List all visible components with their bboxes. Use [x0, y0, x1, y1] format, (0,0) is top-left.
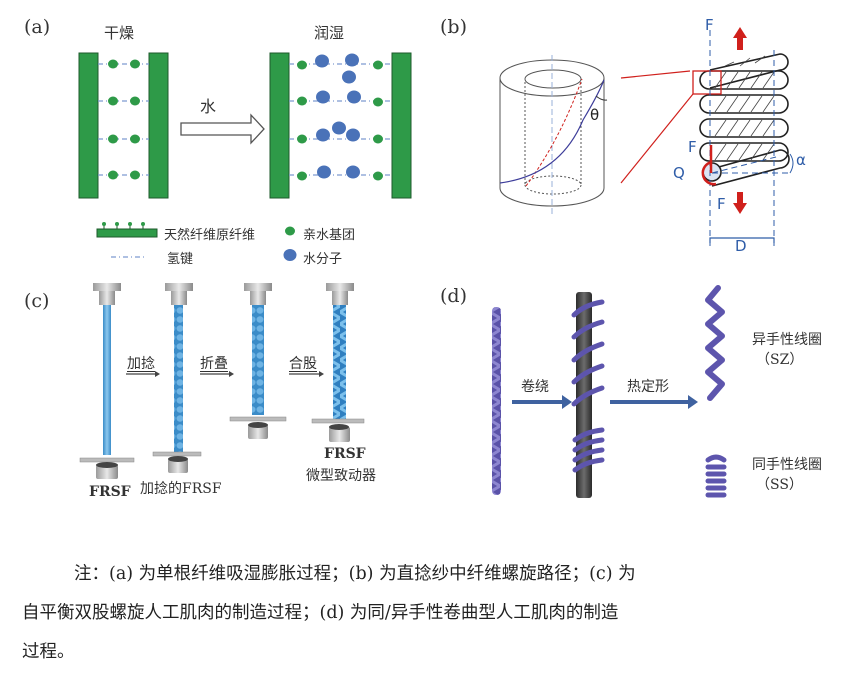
winding-arrow: [512, 395, 572, 409]
wet-fibril-right: [391, 52, 412, 199]
ss-coil: [705, 454, 727, 498]
legend-fibril-icon: [96, 222, 158, 238]
dry-fibril-left: [78, 52, 99, 199]
heat-setting-arrow: [610, 395, 698, 409]
ss-coil-code: （SS）: [756, 477, 803, 493]
wet-bond-row: [289, 53, 392, 84]
ss-coil-name: 同手性线圈: [752, 457, 822, 473]
torque-arc: [701, 160, 717, 186]
dry-bond-row: [98, 134, 149, 144]
panel-b-label: (b): [440, 16, 467, 38]
step-twist-label: 加捻: [127, 356, 155, 372]
dry-state-title: 干燥: [104, 24, 135, 42]
zoom-line-top: [620, 70, 691, 79]
legend-fibril-label: 天然纤维原纤维: [164, 228, 256, 243]
fiber-path-outer: [499, 79, 605, 184]
legend-water-label: 水分子: [303, 252, 343, 267]
sz-coil: [705, 285, 725, 401]
wet-state-title: 润湿: [314, 24, 345, 42]
force-arrow-down-icon: [733, 192, 747, 214]
zoom-highlight-box: [692, 70, 722, 95]
caption-line-1: 注：(a) 为单根纤维吸湿膨胀过程；(b) 为直捻纱中纤维螺旋路径；(c) 为: [74, 564, 636, 584]
item-actuator-label-2: 微型致动器: [306, 468, 376, 484]
zoom-line-bottom: [620, 93, 694, 184]
step-heat-setting-label: 热定形: [627, 379, 669, 395]
alpha-label: α: [796, 151, 806, 169]
theta-arc: [595, 95, 608, 101]
step-winding-label: 卷绕: [521, 379, 549, 395]
item-twisted-frsf-label: 加捻的FRSF: [140, 481, 222, 497]
wet-bonds: [289, 53, 392, 181]
legend-water-icon: [283, 249, 297, 261]
frsf-folded: [229, 283, 287, 439]
force-top-label: F: [705, 16, 714, 34]
wet-bond-row: [289, 121, 392, 144]
wet-bond-row: [289, 165, 392, 181]
yarn-cylinder: [499, 55, 605, 215]
water-process-arrow: [180, 113, 265, 145]
wound-yarn: [571, 299, 605, 473]
legend-group-icon: [285, 226, 295, 236]
dry-fibril-right: [148, 52, 169, 199]
alpha-slope: [711, 155, 781, 174]
diameter-label: D: [735, 237, 747, 255]
caption-line-3: 过程。: [22, 642, 75, 662]
panel-d-label: (d): [440, 285, 467, 307]
caption-line-2: 自平衡双股螺旋人工肌肉的制造过程；(d) 为同/异手性卷曲型人工肌肉的制造: [22, 603, 619, 623]
step-fold-label: 折叠: [200, 356, 228, 372]
alpha-arc: [789, 153, 794, 174]
force-mid-label: F: [688, 138, 697, 156]
dry-bond-row: [98, 59, 149, 69]
frsf-twisted: [152, 283, 202, 473]
frsf-actuator: [311, 283, 365, 442]
water-arrow-label: 水: [200, 97, 217, 116]
coil-hatching: [714, 55, 775, 161]
panel-c-label: (c): [24, 290, 50, 312]
diameter-bracket: [709, 237, 775, 243]
torque-label: Q: [673, 164, 685, 182]
legend-hbond-label: 氢键: [167, 252, 194, 267]
figure-caption: 注：(a) 为单根纤维吸湿膨胀过程；(b) 为直捻纱中纤维螺旋路径；(c) 为 …: [22, 555, 852, 672]
item-actuator-label-1: FRSF: [324, 446, 366, 462]
sz-coil-code: （SZ）: [756, 352, 804, 368]
wet-fibril-left: [269, 52, 290, 199]
panel-a-label: (a): [24, 16, 51, 38]
theta-label: θ: [590, 106, 600, 124]
sz-coil-name: 异手性线圈: [752, 332, 822, 348]
force-arrow-up-icon: [733, 27, 747, 50]
wet-bond-row: [289, 90, 392, 107]
force-bottom-label: F: [717, 195, 726, 213]
dry-bond-row: [98, 170, 149, 180]
fiber-path-inner: [525, 78, 583, 187]
step-ply-label: 合股: [289, 356, 317, 372]
twisted-yarn: [492, 307, 501, 495]
dry-bond-row: [98, 96, 149, 106]
dry-bonds: [98, 59, 149, 180]
item-frsf-label: FRSF: [89, 484, 131, 500]
coil-spring: [699, 53, 790, 187]
legend-group-label: 亲水基团: [303, 228, 356, 243]
frsf-straight: [79, 283, 135, 479]
